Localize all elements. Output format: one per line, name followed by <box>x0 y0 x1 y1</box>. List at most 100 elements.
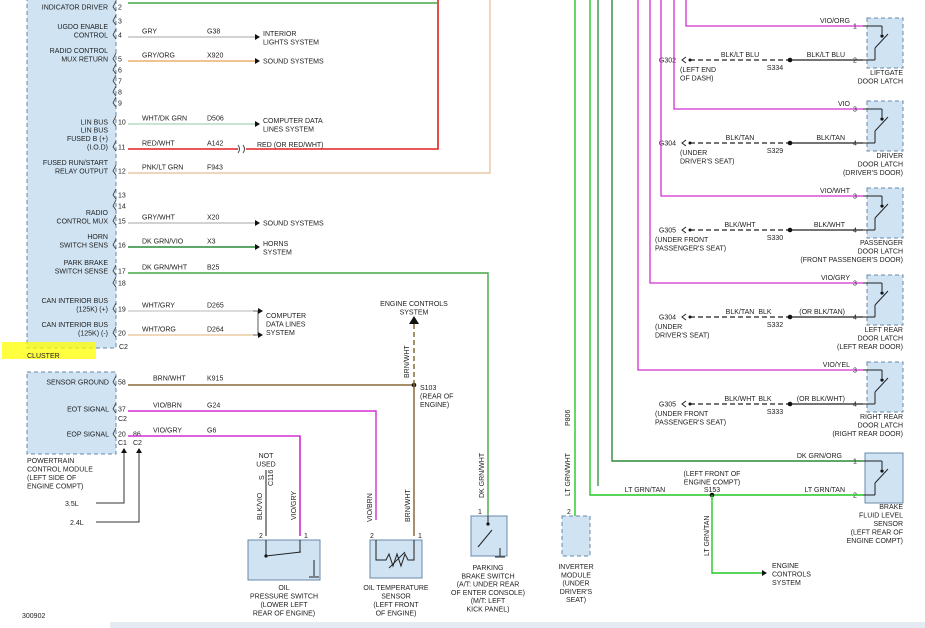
splice-id: S333 <box>767 409 783 416</box>
wire-violet <box>660 0 863 197</box>
engine-line-35 <box>96 453 125 504</box>
cluster-pin-label: (I.O.D) <box>87 145 108 152</box>
cluster-pin-bracket <box>112 85 117 97</box>
arrow-up <box>136 448 142 453</box>
pin-number: 3 <box>853 194 857 201</box>
cluster-pin-number: 18 <box>118 281 126 288</box>
circuit-label: X920 <box>207 53 223 60</box>
wire-color-label: DK GRN/VIO <box>142 239 184 246</box>
cluster-pin-label: FUSED RUN/START <box>43 160 109 167</box>
ground-splice-dot <box>787 57 793 63</box>
pcm-connector-label: C1 <box>118 440 127 447</box>
pcm-name: CONTROL MODULE <box>27 467 93 474</box>
wire-color-label: WHT/ORG <box>142 327 176 334</box>
cluster-pin-number: 3 <box>118 19 122 26</box>
ground-location-label: PASSENGER'S SEAT) <box>655 420 726 427</box>
door-latch-label: DOOR LATCH <box>858 336 903 343</box>
cluster-pin-label: CONTROL <box>74 33 108 40</box>
wire-color-label: BLK/TAN <box>816 135 845 142</box>
engine-controls-bottom-label: ENGINE <box>772 563 799 570</box>
door-latch-label: (RIGHT REAR DOOR) <box>832 431 903 438</box>
dest-label: SYSTEM <box>263 250 292 257</box>
cluster-pin-number: 9 <box>118 101 122 108</box>
wire-violet <box>637 0 863 371</box>
cluster-pin-number: 20 <box>118 331 126 338</box>
switch-blade <box>265 551 302 557</box>
pcm-pin-number: 20 <box>118 432 126 439</box>
dest-label: HORNS <box>263 241 289 248</box>
wire-color-label: LT GRN/TAN <box>625 487 665 494</box>
brake-fluid-sensor-label: (LEFT REAR OF <box>851 530 903 537</box>
wire-vio-brn <box>128 410 377 520</box>
sensor-contact <box>880 469 884 473</box>
engine-controls-top-label: ENGINE CONTROLS <box>380 301 448 308</box>
wire-color-label: DK GRN/ORG <box>797 453 842 460</box>
pcm-pin-bracket <box>112 375 117 387</box>
pcm-connector-label: C2 <box>133 440 142 447</box>
cluster-pin-bracket <box>112 188 117 200</box>
pin-number: 2 <box>370 533 374 540</box>
splice-s153-location: (LEFT FRONT OF <box>684 471 741 478</box>
inline-connector <box>237 144 245 154</box>
door-latch-label: DOOR LATCH <box>858 162 903 169</box>
cluster-pin-bracket <box>112 164 117 176</box>
door-latch-label: DOOR LATCH <box>858 423 903 430</box>
ground-location-label: (UNDER <box>680 150 707 157</box>
pcm-pin-number: 86 <box>133 432 141 439</box>
cluster-pin-label: INDICATOR DRIVER <box>42 5 108 12</box>
arrow <box>255 34 260 40</box>
wire-color-label: WHT/GRY <box>142 303 175 310</box>
arrow <box>255 58 260 64</box>
wire-lt-grn-tan <box>589 0 863 496</box>
ground-dot <box>688 228 692 232</box>
cluster-highlight <box>2 342 96 359</box>
pin-number: 4 <box>853 141 857 148</box>
pcm-module-box <box>26 371 117 455</box>
cluster-pin-number: 8 <box>118 90 122 97</box>
splice-s103-label: (REAR OF <box>420 394 453 401</box>
dest-label: DATA LINES <box>266 322 306 329</box>
cluster-pin-number: 4 <box>118 33 122 40</box>
cluster-module-box <box>26 0 117 349</box>
pcm-pin-label: EOP SIGNAL <box>67 432 109 439</box>
cluster-connector-label: C2 <box>119 344 128 351</box>
ground-dot <box>688 58 692 62</box>
circuit-label: B25 <box>207 265 220 272</box>
wire-color-label: BRN/WHT <box>404 345 411 378</box>
not-used-label: USED <box>256 462 275 469</box>
wire-color-label: BLK/VIO <box>257 492 264 520</box>
arrow <box>255 121 260 127</box>
ground-symbol <box>681 226 687 234</box>
inverter-module-box <box>561 515 591 557</box>
wire-color-label: VIO/GRY <box>821 275 850 282</box>
cluster-pin-number: 16 <box>118 243 126 250</box>
not-used-label: NOT <box>259 453 275 460</box>
pcm-pin-number: 58 <box>118 380 126 387</box>
connector-pin-label: S <box>259 475 266 480</box>
wire-color-label: DK GRN/WHT <box>479 452 486 498</box>
cluster-pin-number: 5 <box>118 57 122 64</box>
cluster-pin-bracket <box>112 96 117 108</box>
cluster-pin-bracket <box>112 199 117 211</box>
wire-color-label: BLK/TAN <box>726 309 755 316</box>
center-components: ENGINE CONTROLSSYSTEMBRN/WHTNOTUSEDC116S… <box>247 0 594 618</box>
dest-label: SYSTEM <box>266 330 295 337</box>
oil-pressure-switch-label: PRESSURE SWITCH <box>250 594 318 601</box>
parking-brake-switch-box <box>470 515 508 557</box>
pin-number: 3 <box>853 107 857 114</box>
door-latch-label: (FRONT PASSENGER'S DOOR) <box>800 257 903 264</box>
dest-label: LIGHTS SYSTEM <box>263 40 319 47</box>
wire-color-label: BRN/WHT <box>153 376 186 383</box>
engine-controls-top-label: SYSTEM <box>400 310 429 317</box>
cluster-pin-number: 11 <box>118 145 125 152</box>
cluster-pin-bracket <box>112 302 117 314</box>
wire-color-label: BLK <box>758 396 772 403</box>
wire-color-label: BLK/LT BLU <box>721 52 759 59</box>
wire-color-label: VIO/GRY <box>153 428 182 435</box>
arrow <box>255 220 260 226</box>
latch-blade <box>874 33 889 49</box>
ground-location-label: OF DASH) <box>680 76 713 83</box>
wire-color-label: GRY <box>142 29 157 36</box>
